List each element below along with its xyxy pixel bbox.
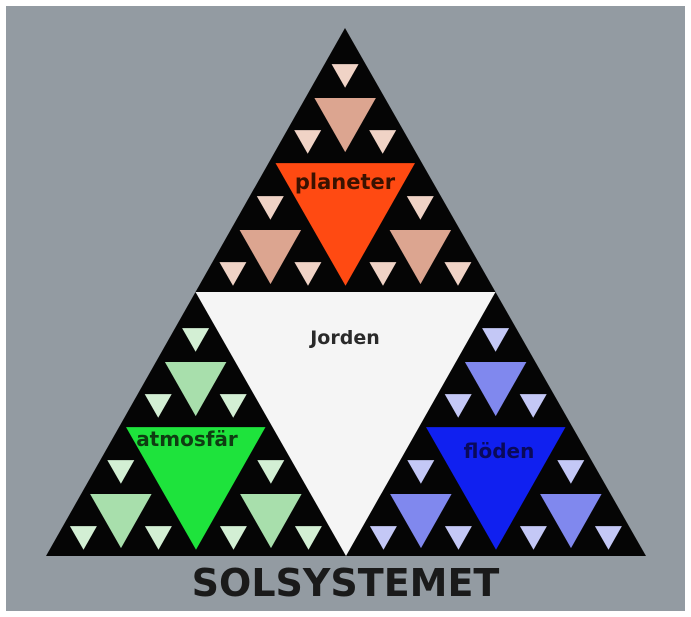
footer-title: SOLSYSTEMET: [6, 561, 685, 605]
label-atmosfar: atmosfär: [136, 427, 238, 451]
sierpinski-triangle-diagram: planeter Jorden atmosfär flöden: [6, 6, 685, 611]
label-planeter: planeter: [295, 170, 396, 194]
label-jorden: Jorden: [308, 327, 380, 349]
diagram-frame: planeter Jorden atmosfär flöden SOLSYSTE…: [6, 6, 685, 611]
triangle-layer: [46, 28, 646, 556]
label-floden: flöden: [464, 439, 535, 463]
